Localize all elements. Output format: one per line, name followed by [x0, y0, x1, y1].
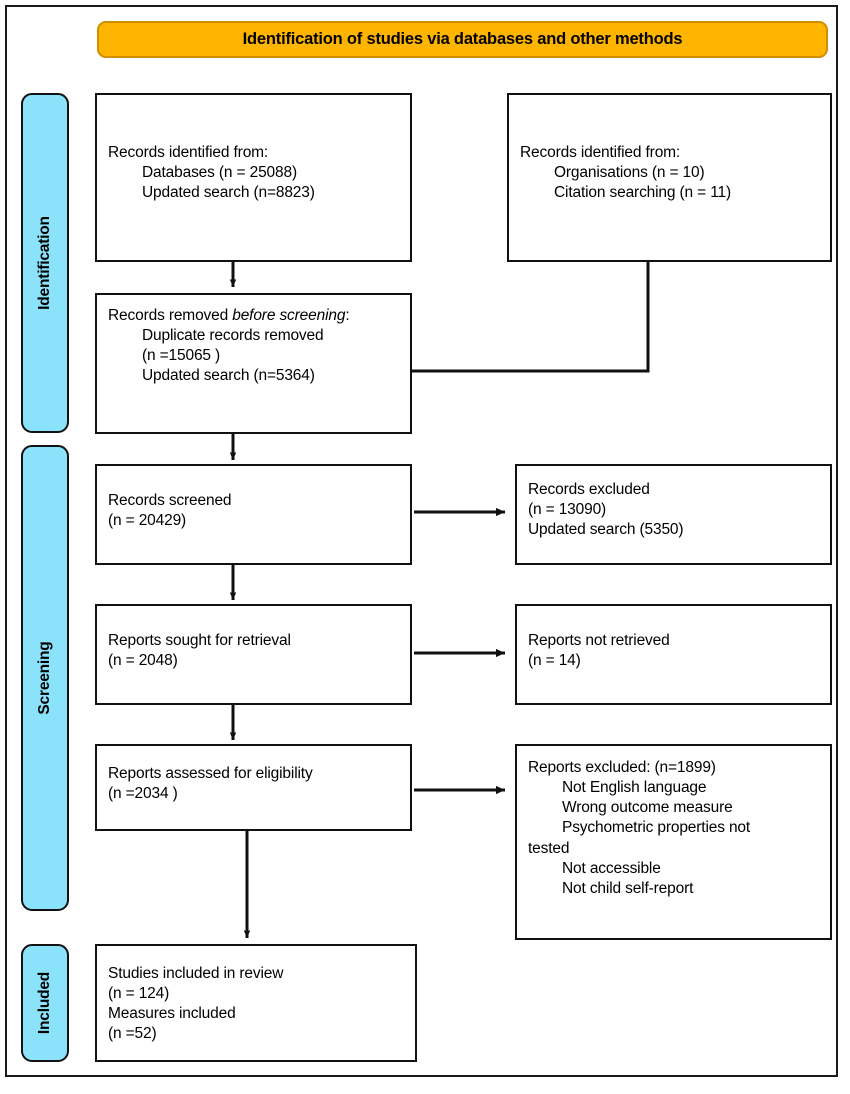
reports-excluded-line-5: Not accessible	[562, 859, 661, 877]
studies-included-line-2: (n = 124)	[108, 985, 170, 1003]
records-excluded-line-2: (n = 13090)	[528, 501, 607, 519]
reports-assessed-line-2: (n =2034 )	[108, 785, 178, 803]
diagram-title-text: Identification of studies via databases …	[242, 30, 683, 48]
records-identified-databases-line-2: Updated search (n=8823)	[142, 184, 315, 202]
reports-excluded-heading: Reports excluded: (n=1899)	[528, 759, 716, 776]
box-reports-sought: Reports sought for retrieval (n = 2048)	[95, 604, 412, 705]
records-identified-other-heading: Records identified from:	[520, 144, 681, 161]
records-excluded-line-3: Updated search (5350)	[528, 521, 684, 539]
reports-excluded-line-6: Not child self-report	[562, 879, 694, 897]
box-records-removed: Records removed before screening: Duplic…	[95, 293, 412, 434]
stage-sidebar-included: Included	[21, 944, 69, 1062]
stage-label-included: Included	[36, 971, 53, 1035]
box-studies-included: Studies included in review (n = 124) Mea…	[95, 944, 417, 1062]
box-records-excluded: Records excluded (n = 13090) Updated sea…	[515, 464, 832, 565]
stage-sidebar-screening: Screening	[21, 445, 69, 911]
reports-excluded-line-3: Psychometric properties not	[562, 819, 751, 837]
reports-not-retrieved-line-1: Reports not retrieved	[528, 632, 670, 649]
box-records-screened: Records screened (n = 20429)	[95, 464, 412, 565]
reports-excluded-line-2: Wrong outcome measure	[562, 799, 733, 817]
records-removed-line-1: Duplicate records removed	[142, 327, 324, 345]
records-removed-heading-post: :	[345, 307, 350, 324]
stage-sidebar-identification: Identification	[21, 93, 69, 433]
records-screened-line-1: Records screened	[108, 492, 232, 509]
box-records-identified-other: Records identified from: Organisations (…	[507, 93, 832, 262]
records-excluded-line-1: Records excluded	[528, 481, 650, 498]
records-removed-line-3: Updated search (n=5364)	[142, 367, 315, 385]
studies-included-line-4: (n =52)	[108, 1025, 157, 1043]
box-records-identified-databases: Records identified from: Databases (n = …	[95, 93, 412, 262]
studies-included-line-3: Measures included	[108, 1005, 236, 1023]
records-identified-other-line-2: Citation searching (n = 11)	[554, 184, 732, 202]
records-removed-heading-pre: Records removed	[108, 307, 233, 324]
records-identified-other-line-1: Organisations (n = 10)	[554, 164, 705, 182]
box-reports-not-retrieved: Reports not retrieved (n = 14)	[515, 604, 832, 705]
reports-excluded-line-4: tested	[528, 839, 570, 857]
records-identified-databases-heading: Records identified from:	[108, 144, 269, 161]
reports-sought-line-2: (n = 2048)	[108, 652, 178, 670]
diagram-title-banner: Identification of studies via databases …	[97, 21, 828, 58]
records-removed-line-2: (n =15065 )	[142, 347, 221, 365]
records-removed-heading: Records removed before screening:	[108, 307, 350, 324]
reports-sought-line-1: Reports sought for retrieval	[108, 632, 291, 649]
stage-label-identification: Identification	[36, 216, 53, 310]
reports-excluded-line-1: Not English language	[562, 779, 707, 797]
box-reports-excluded: Reports excluded: (n=1899) Not English l…	[515, 744, 832, 940]
records-identified-databases-line-1: Databases (n = 25088)	[142, 164, 297, 182]
reports-not-retrieved-line-2: (n = 14)	[528, 652, 581, 670]
records-removed-heading-emphasis: before screening	[232, 307, 346, 324]
box-reports-assessed: Reports assessed for eligibility (n =203…	[95, 744, 412, 831]
studies-included-line-1: Studies included in review	[108, 965, 284, 982]
records-screened-line-2: (n = 20429)	[108, 512, 187, 530]
reports-assessed-line-1: Reports assessed for eligibility	[108, 765, 313, 782]
stage-label-screening: Screening	[36, 641, 53, 715]
